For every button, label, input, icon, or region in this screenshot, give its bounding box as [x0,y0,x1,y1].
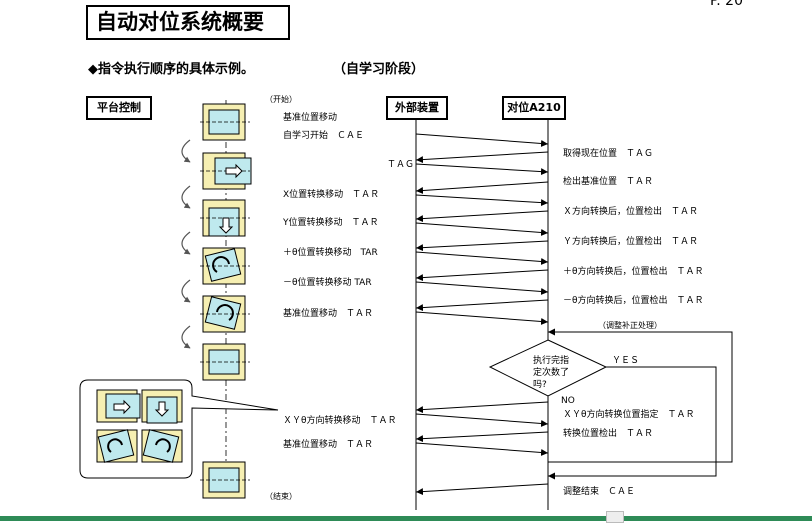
platform-state-4 [200,247,250,285]
label-theta-minus-detect: －θ方向转换后，位置检出 ＴＡＲ [563,296,704,306]
label-adjust-end: 调整结束 ＣＡＥ [563,487,636,497]
page-title: 自动对位系统概要 [86,5,290,40]
msg-tag-req [415,151,549,164]
callout-state-tm [141,429,183,463]
msg-tp-req [415,240,549,252]
platform-state-6 [200,343,250,381]
callout-state-tp [96,429,138,463]
loop-back-line [548,328,733,463]
label-theta-plus-move: ＋θ位置转换移动 TAR [283,248,378,258]
msg-xy-req [415,401,549,414]
platform-state-2 [200,152,252,190]
platform-state-7 [200,461,250,499]
msg-x-res [415,194,549,207]
label-tag: ＴＡＧ [387,160,415,170]
label-convert-detect: 转换位置检出 ＴＡＲ [563,429,654,439]
msg-tm-req [415,269,549,282]
msg-base2-res [415,442,549,456]
label-detect-base: 检出基准位置 ＴＡＲ [563,177,654,187]
msg-tag-res [415,163,549,176]
msg-tp-res [415,251,549,265]
platform-state-5 [200,295,250,333]
callout-state-y [141,389,183,424]
aligner-header: 对位A210 [502,96,566,120]
label-base-move-tar-2: 基准位置移动 ＴＡＲ [283,440,374,450]
msg-x-req [415,181,549,195]
msg-y-res [415,222,549,236]
msg-base-res [415,311,549,325]
page-number: P. 20 [710,0,743,9]
label-x-detect: Ｘ方向转换后，位置检出 ＴＡＲ [563,207,699,217]
decision-diamond [488,339,608,397]
decision-line-1: 执行完指 [533,356,570,366]
label-no: NO [561,396,575,406]
decision-line-2: 定次数了 [533,368,570,378]
msg-end [415,483,549,496]
page-indicator [606,511,624,523]
label-adjust-process: （调整补正处理） [598,321,662,330]
label-xy-theta-specify: ＸＹθ方向转换位置指定 ＴＡＲ [563,410,695,420]
label-get-position: 取得现在位置 ＴＡＧ [563,149,654,159]
transition-arrow-4 [181,279,191,303]
msg-base2-req [415,431,549,443]
label-y-move: Y位置转换移动 ＴＡＲ [283,218,379,228]
phase-label: （自学习阶段） [333,62,425,77]
subtitle: ◆指令执行顺序的具体示例。 [88,62,254,77]
start-label: （开始） [265,95,297,104]
msg-base-req [415,299,549,312]
decision-yes-label: ＹＥＳ [612,356,640,366]
external-device-header: 外部装置 [386,96,448,120]
bottom-bar [0,516,812,521]
end-label: （结束） [265,492,297,501]
label-theta-minus-move: －θ位置转换移动 TAR [283,278,372,288]
transition-arrow-3 [181,231,191,255]
label-y-detect: Ｙ方向转换后，位置检出 ＴＡＲ [563,237,699,247]
transition-arrow-1 [181,139,191,163]
platform-control-header: 平台控制 [86,96,152,120]
callout-state-x [96,389,141,423]
label-x-move: X位置转换移动 ＴＡＲ [283,190,380,200]
msg-xy-res [415,413,549,427]
yes-exit-line [548,366,717,480]
msg-y-req [415,210,549,223]
transition-arrow-5 [181,325,191,349]
label-self-learn-start: 自学习开始 ＣＡＥ [283,131,365,141]
label-xy-theta-move: ＸＹθ方向转换移动 ＴＡＲ [283,416,397,426]
label-base-move: 基准位置移动 [283,113,338,123]
platform-state-1 [200,103,250,141]
label-theta-plus-detect: ＋θ方向转换后，位置检出 ＴＡＲ [563,267,704,277]
msg-cae [415,133,549,147]
label-base-move-tar: 基准位置移动 ＴＡＲ [283,309,374,319]
platform-state-3 [200,199,250,237]
msg-tm-res [415,281,549,295]
decision-line-3: 吗? [533,380,547,390]
transition-arrow-2 [181,185,191,209]
